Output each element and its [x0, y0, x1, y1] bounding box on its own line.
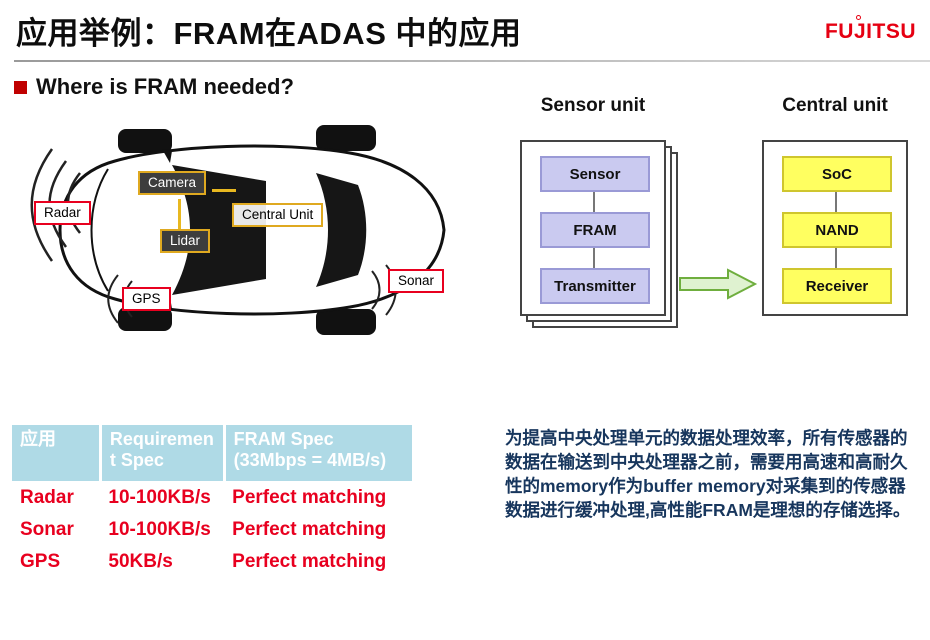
fram-box: FRAM [540, 212, 650, 248]
cell-app: Sonar [20, 519, 74, 541]
windshield [172, 165, 266, 295]
sonar-wave-icon [371, 270, 381, 310]
radar-wave-icon [30, 148, 54, 262]
cell-req: 50KB/s [108, 551, 173, 573]
table-row: Sonar 10-100KB/s Perfect matching [12, 513, 412, 545]
soc-nand-connector [835, 192, 837, 212]
cell-fram: Perfect matching [232, 487, 387, 509]
hood-line [90, 168, 109, 292]
table-row: GPS 50KB/s Perfect matching [12, 545, 412, 577]
receiver-box: Receiver [782, 268, 892, 304]
sensor-card-front: Sensor FRAM Transmitter [520, 140, 666, 316]
central-unit-title: Central unit [782, 95, 888, 116]
note-paragraph: 为提高中央处理单元的数据处理效率，所有传感器的数据在输送到中央处理器之前，需要用… [505, 428, 911, 521]
front-bottom-wheel [118, 307, 172, 331]
car-label-central-unit: Central Unit [232, 203, 324, 228]
car-label-lidar: Lidar [160, 229, 211, 254]
spec-table-header-row: 应用 Requirement Spec FRAM Spec (33Mbps = … [12, 425, 412, 482]
car-label-radar: Radar [34, 201, 91, 226]
gps-wave-icon [107, 274, 119, 324]
spec-table: 应用 Requirement Spec FRAM Spec (33Mbps = … [12, 425, 412, 577]
cell-req: 10-100KB/s [108, 487, 211, 509]
fujitsu-logo: FUJITSU [824, 15, 916, 44]
title-divider [14, 60, 930, 62]
rear-top-wheel [316, 125, 376, 151]
camera-centralunit-connector [212, 189, 236, 192]
left-mirror [162, 149, 172, 163]
section-heading-row: Where is FRAM needed? [14, 74, 294, 100]
column-header-fram-spec: FRAM Spec (33Mbps = 4MB/s) [222, 425, 412, 482]
rear-window [316, 173, 367, 287]
nand-box: NAND [782, 212, 892, 248]
front-top-wheel [118, 129, 172, 153]
cell-fram: Perfect matching [232, 519, 387, 541]
sensor-fram-connector [593, 192, 595, 212]
sensor-unit-title: Sensor unit [540, 95, 646, 116]
table-row: Radar 10-100KB/s Perfect matching [12, 481, 412, 513]
soc-box: SoC [782, 156, 892, 192]
rear-bottom-wheel [316, 309, 376, 335]
cell-fram: Perfect matching [232, 551, 387, 573]
cell-req: 10-100KB/s [108, 519, 211, 541]
car-diagram: Radar Camera Central Unit Lidar GPS Sona… [20, 105, 470, 355]
car-top-view-illustration [30, 125, 446, 335]
column-header-requirement-spec: Requirement Spec [98, 425, 225, 482]
fram-transmitter-connector [593, 248, 595, 268]
car-label-gps: GPS [122, 287, 171, 312]
car-label-sonar: Sonar [388, 269, 445, 294]
bullet-square-icon [14, 80, 27, 94]
sensor-box: Sensor [540, 156, 650, 192]
column-header-application: 应用 [12, 425, 101, 482]
flow-arrow-icon [679, 268, 758, 300]
central-unit-card: SoC NAND Receiver [762, 140, 908, 316]
fujitsu-logo-dot-icon [855, 15, 861, 20]
cell-app: Radar [20, 487, 74, 509]
transmitter-box: Transmitter [540, 268, 650, 304]
page-title: 应用举例：FRAM在ADAS 中的应用 [16, 16, 522, 51]
nand-receiver-connector [835, 248, 837, 268]
sensor-unit-stack: Sensor FRAM Transmitter [520, 140, 690, 340]
cell-app: GPS [20, 551, 61, 573]
camera-lidar-connector [178, 199, 181, 231]
section-heading: Where is FRAM needed? [36, 74, 294, 99]
car-label-camera: Camera [138, 171, 207, 196]
fujitsu-logo-text: FUJITSU [824, 20, 916, 43]
